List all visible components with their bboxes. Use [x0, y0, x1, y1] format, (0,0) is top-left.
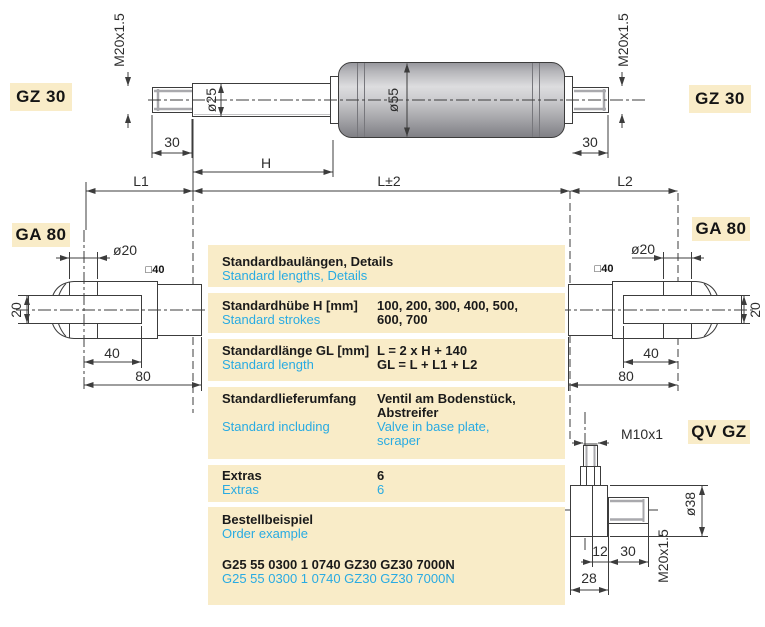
dim-valve-30: 30 — [620, 543, 636, 559]
spec-title-en: Standard lengths, Details — [222, 268, 368, 283]
dim-right-eye-thickness: 20 — [747, 302, 763, 318]
dim-body-dia: ø55 — [385, 87, 401, 113]
dim-left-eye-pin-dia: ø20 — [112, 242, 138, 258]
dim-left-eye-thickness: 20 — [8, 302, 24, 318]
spec-order-code-en: G25 55 0300 1 0740 GZ30 GZ30 7000N — [222, 571, 455, 586]
badge-gz30-right: GZ 30 — [689, 85, 751, 113]
dim-l2: L2 — [617, 173, 633, 189]
spec-section-order-example: Bestellbeispiel Order example G25 55 030… — [208, 507, 565, 605]
dim-right-eye-pin-dia: ø20 — [630, 241, 656, 257]
spec-length-formula-1: L = 2 x H + 140 — [377, 343, 468, 358]
dim-left-eye-80: 80 — [135, 368, 151, 384]
spec-scope-value-de-1: Ventil am Bodenstück, — [377, 391, 516, 406]
spec-strokes-en: Standard strokes — [222, 312, 321, 327]
dim-left-eye-square: □40 — [145, 264, 165, 276]
spec-order-en: Order example — [222, 526, 308, 541]
dim-valve-28: 28 — [581, 570, 597, 586]
spec-scope-en: Standard including — [222, 419, 330, 434]
dim-thread-len-left: 30 — [164, 134, 180, 150]
left-eye-drawing — [16, 230, 212, 391]
dim-right-eye-40: 40 — [643, 345, 659, 361]
dim-right-eye-square: □40 — [594, 263, 614, 275]
badge-gz30-left: GZ 30 — [10, 83, 72, 111]
dim-l1: L1 — [133, 173, 149, 189]
spec-extras-value-de: 6 — [377, 468, 385, 483]
spec-section-strokes: Standardhübe H [mm] Standard strokes 100… — [208, 293, 565, 333]
spec-order-de: Bestellbeispiel — [222, 512, 314, 527]
dim-rod-dia: ø25 — [203, 87, 219, 113]
spec-section-lengths-title: Standardbaulängen, Details Standard leng… — [208, 245, 565, 287]
spec-extras-de: Extras — [222, 468, 262, 483]
dim-valve-thread-side: M20x1.5 — [655, 529, 671, 583]
spec-section-scope: Standardlieferumfang Standard including … — [208, 387, 565, 459]
spec-title-de: Standardbaulängen, Details — [222, 254, 394, 269]
dim-m20-right: M20x1.5 — [615, 13, 631, 67]
badge-ga80-left: GA 80 — [12, 223, 70, 247]
spec-strokes-values-2: 600, 700 — [377, 312, 428, 327]
right-eye-drawing — [558, 252, 754, 391]
spec-section-length-formula: Standardlänge GL [mm] Standard length L … — [208, 339, 565, 381]
spec-scope-de: Standardlieferumfang — [222, 391, 357, 406]
badge-ga80-right: GA 80 — [692, 217, 750, 241]
badge-qv-gz: QV GZ — [688, 420, 750, 444]
dim-valve-dia: ø38 — [682, 491, 698, 517]
spec-strokes-values-1: 100, 200, 300, 400, 500, — [377, 298, 518, 313]
dim-left-eye-40: 40 — [104, 345, 120, 361]
spec-scope-value-en-1: Valve in base plate, — [377, 419, 490, 434]
spec-extras-value-en: 6 — [377, 482, 385, 497]
valve-drawing — [562, 412, 708, 595]
spec-strokes-de: Standardhübe H [mm] — [222, 298, 358, 313]
dim-valve-thread-top: M10x1 — [620, 426, 664, 442]
spec-length-en: Standard length — [222, 357, 314, 372]
spec-scope-value-de-2: Abstreifer — [377, 405, 439, 420]
spec-extras-en: Extras — [222, 482, 259, 497]
dim-m20-left: M20x1.5 — [111, 13, 127, 67]
dim-l-tolerance: L±2 — [377, 173, 401, 189]
spec-length-de: Standardlänge GL [mm] — [222, 343, 370, 358]
spec-order-code-de: G25 55 0300 1 0740 GZ30 GZ30 7000N — [222, 557, 455, 572]
cylinder-drawing — [148, 62, 648, 138]
dim-valve-12: 12 — [592, 543, 608, 559]
dim-right-eye-80: 80 — [618, 368, 634, 384]
spec-section-extras: Extras Extras 6 6 — [208, 465, 565, 502]
dim-stroke-h: H — [260, 155, 272, 171]
dim-thread-len-right: 30 — [582, 134, 598, 150]
spec-scope-value-en-2: scraper — [377, 433, 421, 448]
spec-length-formula-2: GL = L + L1 + L2 — [377, 357, 478, 372]
